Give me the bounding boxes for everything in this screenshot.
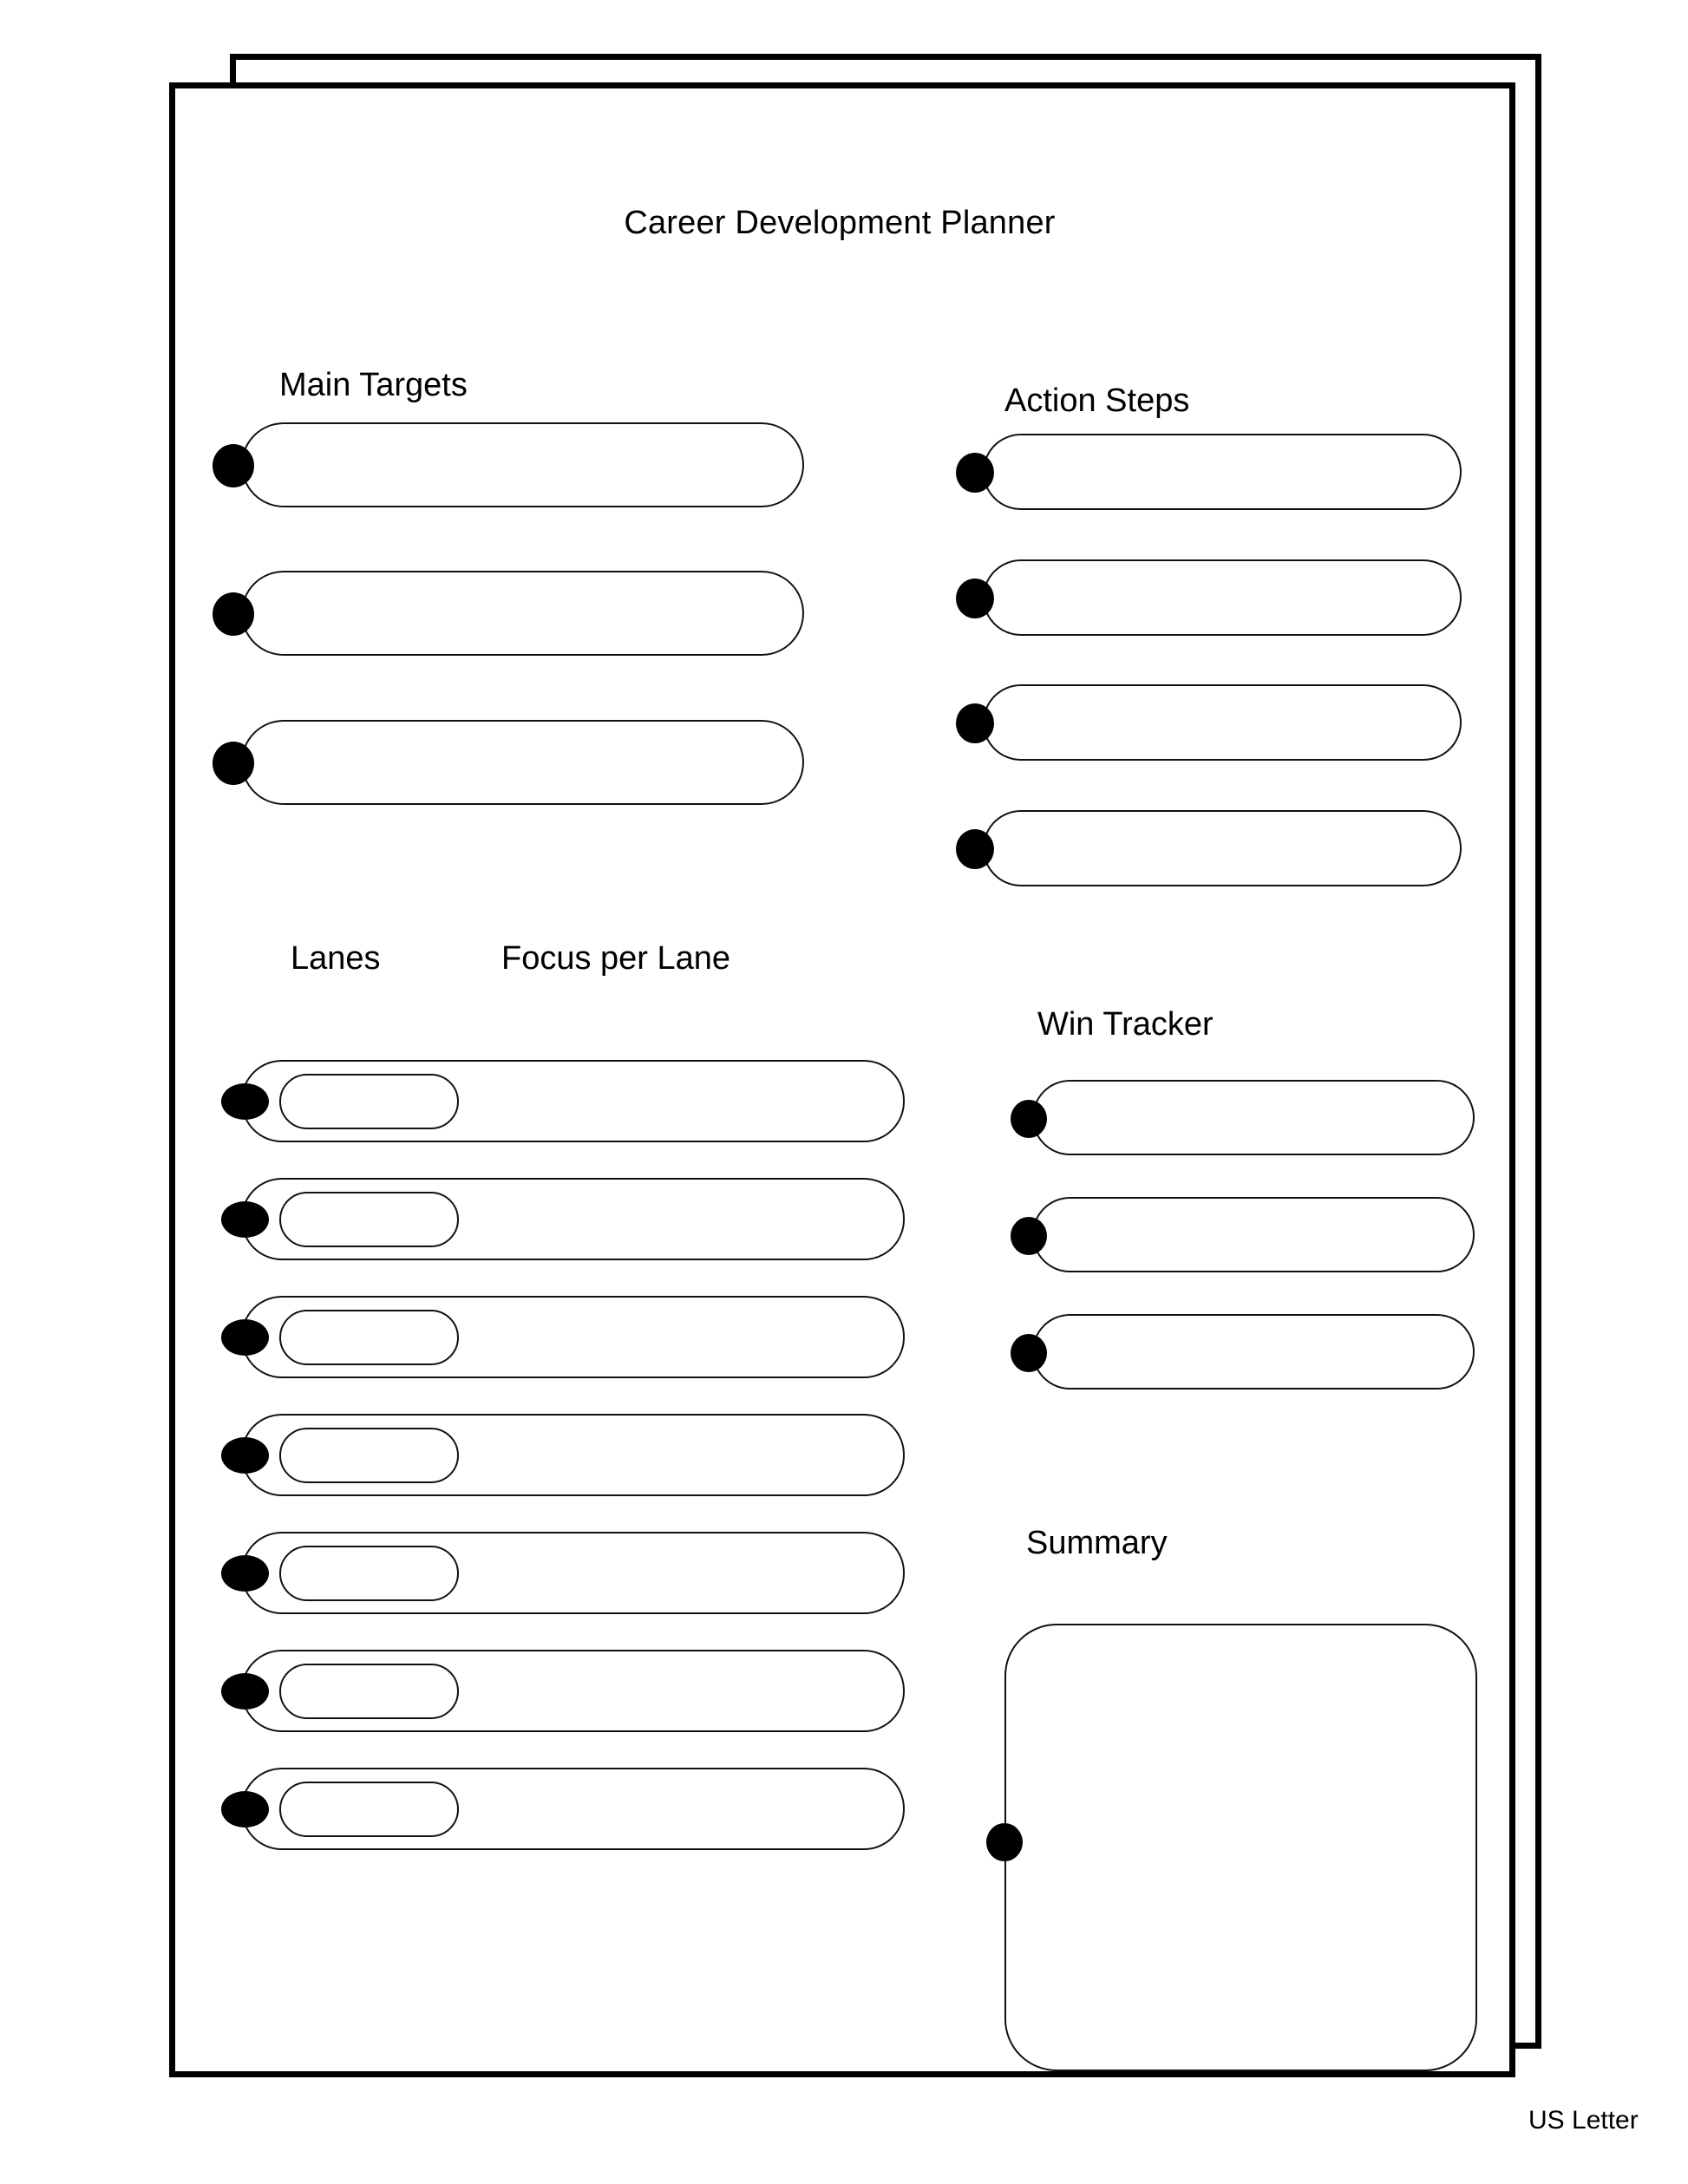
lane-field-2[interactable] [279,1192,459,1247]
bullet-icon [1011,1217,1047,1255]
win-tracker-field-3[interactable] [1032,1314,1475,1390]
bullet-icon [221,1319,269,1356]
section-label-action-steps: Action Steps [1004,383,1190,419]
bullet-icon [221,1437,269,1474]
lane-field-5[interactable] [279,1546,459,1601]
bullet-icon [221,1201,269,1238]
win-tracker-field-1[interactable] [1032,1080,1475,1155]
page-size-label: US Letter [1528,2106,1639,2135]
bullet-icon [221,1673,269,1710]
section-label-summary: Summary [1026,1525,1168,1561]
win-tracker-field-2[interactable] [1032,1197,1475,1272]
lane-field-6[interactable] [279,1664,459,1719]
main-target-field-1[interactable] [241,422,804,507]
bullet-icon [956,453,994,493]
section-label-main-targets: Main Targets [279,367,468,403]
bullet-icon [221,1555,269,1592]
action-step-field-4[interactable] [983,810,1462,886]
bullet-icon [1011,1334,1047,1372]
bullet-icon [213,742,254,785]
lane-field-1[interactable] [279,1074,459,1129]
action-step-field-2[interactable] [983,559,1462,636]
section-label-win-tracker: Win Tracker [1037,1006,1214,1043]
bullet-icon [956,579,994,618]
lane-field-3[interactable] [279,1310,459,1365]
page-title: Career Development Planner [0,205,1688,242]
lane-field-7[interactable] [279,1782,459,1837]
bullet-icon [956,703,994,743]
bullet-icon [1011,1100,1047,1138]
section-label-lanes: Lanes [291,940,381,977]
action-step-field-1[interactable] [983,434,1462,510]
action-step-field-3[interactable] [983,684,1462,761]
page-title-text: Career Development Planner [624,205,1056,241]
bullet-icon [221,1791,269,1828]
bullet-icon [986,1823,1023,1861]
bullet-icon [213,444,254,487]
summary-field[interactable] [1004,1624,1477,2071]
main-target-field-2[interactable] [241,571,804,656]
lane-field-4[interactable] [279,1428,459,1483]
bullet-icon [221,1083,269,1120]
section-label-focus-per-lane: Focus per Lane [501,940,731,977]
bullet-icon [956,829,994,869]
main-target-field-3[interactable] [241,720,804,805]
bullet-icon [213,592,254,636]
